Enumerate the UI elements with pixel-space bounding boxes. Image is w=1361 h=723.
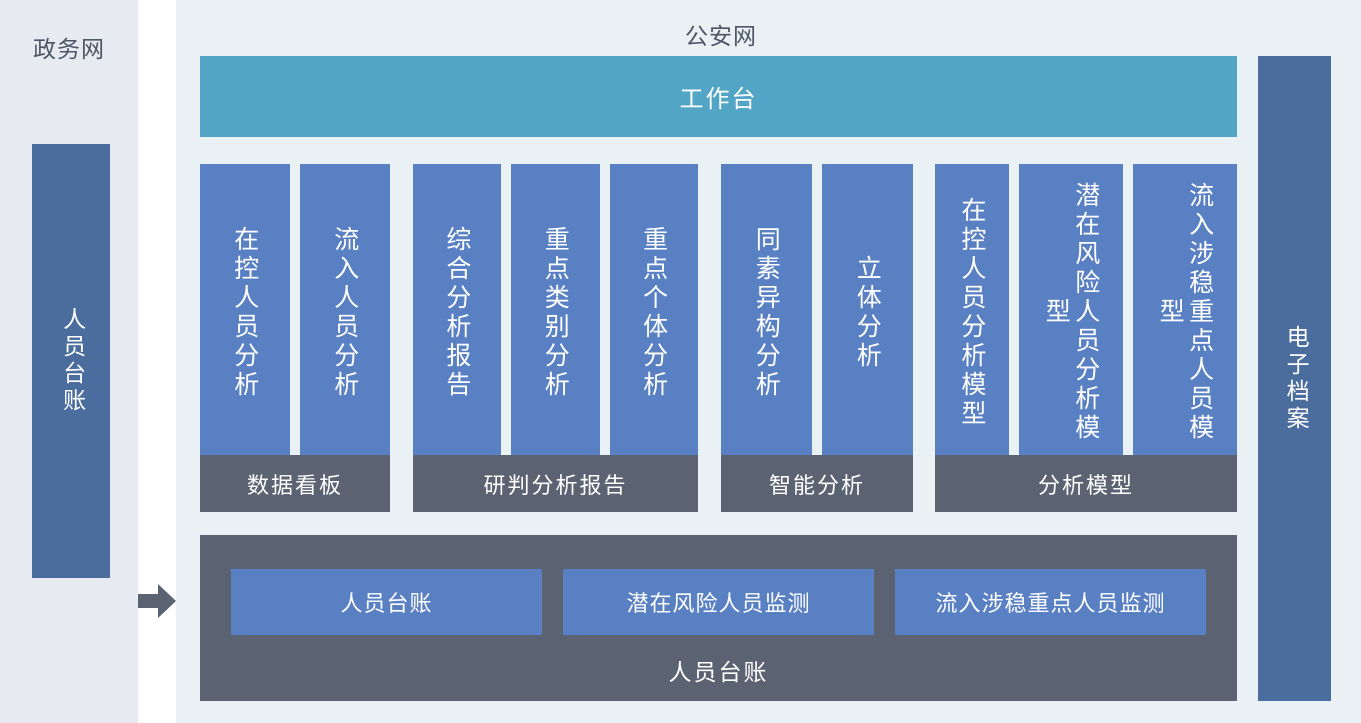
module-card-label: 在控人员分析: [230, 225, 260, 400]
group-footer-label: 数据看板: [200, 455, 390, 512]
right-arrow-icon: [138, 582, 176, 620]
module-card-label: 流入涉稳重点人员模型: [1156, 182, 1215, 443]
group-card-list: 在控人员分析模型 潜在风险人员分析模型 流入涉稳重点人员模型: [935, 164, 1237, 455]
module-card-label: 在控人员分析模型: [957, 196, 987, 429]
module-card-label: 潜在风险人员分析模型: [1042, 182, 1101, 443]
module-card-label: 综合分析报告: [442, 225, 472, 400]
module-groups: 在控人员分析 流入人员分析 数据看板 综合分析报告 重点类别分析 重点个体分析: [200, 164, 1237, 512]
module-card[interactable]: 潜在风险人员分析模型: [1019, 164, 1124, 455]
personnel-ledger-source-label: 人员台账: [58, 307, 85, 415]
group-card-list: 在控人员分析 流入人员分析: [200, 164, 390, 455]
personnel-ledger-card[interactable]: 流入涉稳重点人员监测: [895, 569, 1206, 635]
module-card-label: 立体分析: [853, 254, 883, 371]
module-card-label: 同素异构分析: [752, 225, 782, 400]
government-network-panel: 政务网 人员台账: [0, 0, 138, 723]
module-card[interactable]: 流入人员分析: [300, 164, 390, 455]
group-card-list: 同素异构分析 立体分析: [721, 164, 913, 455]
module-card[interactable]: 立体分析: [822, 164, 913, 455]
module-card[interactable]: 流入涉稳重点人员模型: [1133, 164, 1237, 455]
module-card[interactable]: 在控人员分析: [200, 164, 290, 455]
police-network-title: 公安网: [685, 24, 757, 50]
module-card[interactable]: 综合分析报告: [413, 164, 502, 455]
module-card[interactable]: 在控人员分析模型: [935, 164, 1010, 455]
module-group-intelligent-analysis: 同素异构分析 立体分析 智能分析: [721, 164, 913, 512]
personnel-ledger-card[interactable]: 人员台账: [231, 569, 542, 635]
personnel-ledger-card[interactable]: 潜在风险人员监测: [563, 569, 874, 635]
module-card[interactable]: 重点个体分析: [609, 164, 698, 455]
module-group-analysis-report: 综合分析报告 重点类别分析 重点个体分析 研判分析报告: [413, 164, 698, 512]
government-network-title: 政务网: [33, 37, 105, 63]
module-group-analysis-models: 在控人员分析模型 潜在风险人员分析模型 流入涉稳重点人员模型 分析模型: [935, 164, 1237, 512]
personnel-ledger-panel-label: 人员台账: [668, 660, 769, 686]
personnel-ledger-panel: 人员台账 潜在风险人员监测 流入涉稳重点人员监测 人员台账: [200, 535, 1237, 701]
group-footer-label: 分析模型: [935, 455, 1237, 512]
group-card-list: 综合分析报告 重点类别分析 重点个体分析: [413, 164, 698, 455]
electronic-archive-bar[interactable]: 电子档案: [1258, 56, 1331, 701]
electronic-archive-label: 电子档案: [1282, 324, 1309, 433]
module-card-label: 流入人员分析: [330, 225, 360, 400]
module-group-data-board: 在控人员分析 流入人员分析 数据看板: [200, 164, 390, 512]
group-footer-label: 研判分析报告: [413, 455, 698, 512]
workbench-bar[interactable]: 工作台: [200, 56, 1237, 137]
module-card-label: 重点个体分析: [639, 225, 669, 400]
module-card[interactable]: 同素异构分析: [721, 164, 812, 455]
personnel-ledger-card-list: 人员台账 潜在风险人员监测 流入涉稳重点人员监测: [231, 569, 1206, 635]
module-card[interactable]: 重点类别分析: [511, 164, 600, 455]
module-card-label: 重点类别分析: [541, 225, 571, 400]
personnel-ledger-source-bar[interactable]: 人员台账: [32, 144, 110, 578]
group-footer-label: 智能分析: [721, 455, 913, 512]
